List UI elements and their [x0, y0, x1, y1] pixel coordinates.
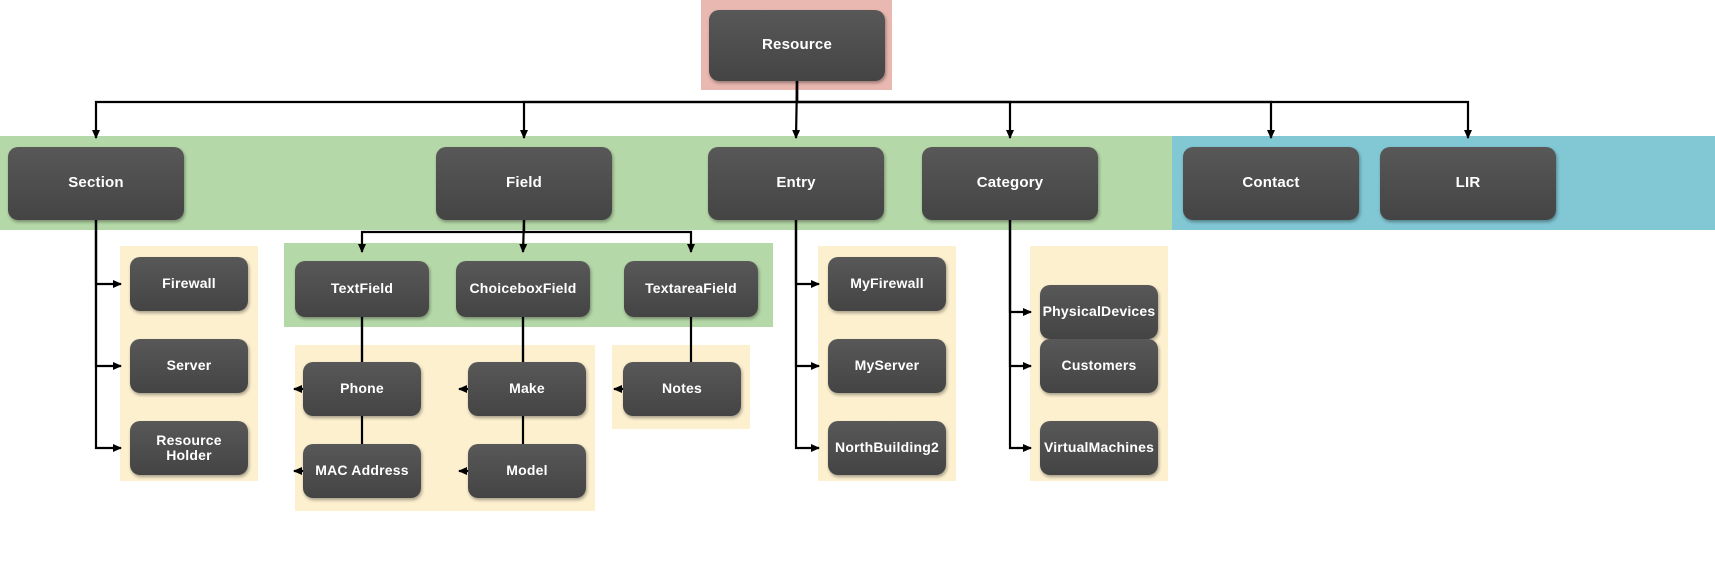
node-label-choiceboxfield: ChoiceboxField — [469, 280, 577, 297]
node-label-model: Model — [506, 462, 548, 479]
node-northbuilding2[interactable]: NorthBuilding2 — [828, 421, 946, 475]
node-label-textareafield: TextareaField — [645, 280, 737, 297]
node-customers[interactable]: Customers — [1040, 339, 1158, 393]
edge-entry-to-myserver — [794, 220, 820, 370]
node-contact[interactable]: Contact — [1183, 147, 1359, 220]
node-label-field: Field — [505, 174, 542, 192]
edge-category-to-customers — [1008, 220, 1032, 370]
node-label-northbuilding2: NorthBuilding2 — [835, 439, 939, 456]
node-notes[interactable]: Notes — [623, 362, 741, 416]
edge-resource-to-section — [92, 81, 799, 139]
node-label-phone: Phone — [340, 380, 384, 397]
node-label-entry: Entry — [776, 174, 816, 192]
edge-category-to-virtualmachines — [1008, 220, 1032, 452]
edge-category-to-physicaldevices — [1008, 220, 1032, 316]
node-firewall[interactable]: Firewall — [130, 257, 248, 311]
node-label-contact: Contact — [1242, 174, 1300, 192]
edge-entry-to-northbuilding2 — [794, 220, 820, 452]
node-server[interactable]: Server — [130, 339, 248, 393]
node-textareafield[interactable]: TextareaField — [624, 261, 758, 317]
node-label-resource-holder: Resource Holder — [156, 431, 222, 463]
node-myserver[interactable]: MyServer — [828, 339, 946, 393]
node-label-customers: Customers — [1061, 357, 1137, 374]
node-label-notes: Notes — [662, 380, 702, 397]
node-label-resource: Resource — [762, 36, 832, 54]
edge-section-to-resource-holder — [94, 220, 122, 452]
node-label-myserver: MyServer — [854, 357, 920, 374]
node-label-lir: LIR — [1455, 174, 1481, 192]
node-label-textfield: TextField — [330, 280, 394, 297]
node-label-firewall: Firewall — [162, 275, 216, 292]
node-label-server: Server — [166, 357, 212, 374]
node-label-physicaldevices: PhysicalDevices — [1042, 303, 1156, 320]
node-physicaldevices[interactable]: PhysicalDevices — [1040, 285, 1158, 339]
node-label-make: Make — [509, 380, 545, 397]
edge-section-to-server — [94, 220, 122, 370]
node-label-category: Category — [976, 174, 1044, 192]
node-model[interactable]: Model — [468, 444, 586, 498]
node-category[interactable]: Category — [922, 147, 1098, 220]
node-entry[interactable]: Entry — [708, 147, 884, 220]
node-textfield[interactable]: TextField — [295, 261, 429, 317]
node-phone[interactable]: Phone — [303, 362, 421, 416]
node-section[interactable]: Section — [8, 147, 184, 220]
node-label-mac-address: MAC Address — [315, 462, 409, 479]
node-label-myfirewall: MyFirewall — [850, 275, 924, 292]
node-field[interactable]: Field — [436, 147, 612, 220]
node-resource[interactable]: Resource — [709, 10, 885, 81]
node-resource-holder[interactable]: Resource Holder — [130, 421, 248, 475]
node-choiceboxfield[interactable]: ChoiceboxField — [456, 261, 590, 317]
edge-resource-to-lir — [795, 81, 1472, 139]
node-lir[interactable]: LIR — [1380, 147, 1556, 220]
node-myfirewall[interactable]: MyFirewall — [828, 257, 946, 311]
node-virtualmachines[interactable]: VirtualMachines — [1040, 421, 1158, 475]
node-make[interactable]: Make — [468, 362, 586, 416]
node-label-virtualmachines: VirtualMachines — [1043, 439, 1155, 456]
node-label-section: Section — [68, 174, 124, 192]
node-mac-address[interactable]: MAC Address — [303, 444, 421, 498]
